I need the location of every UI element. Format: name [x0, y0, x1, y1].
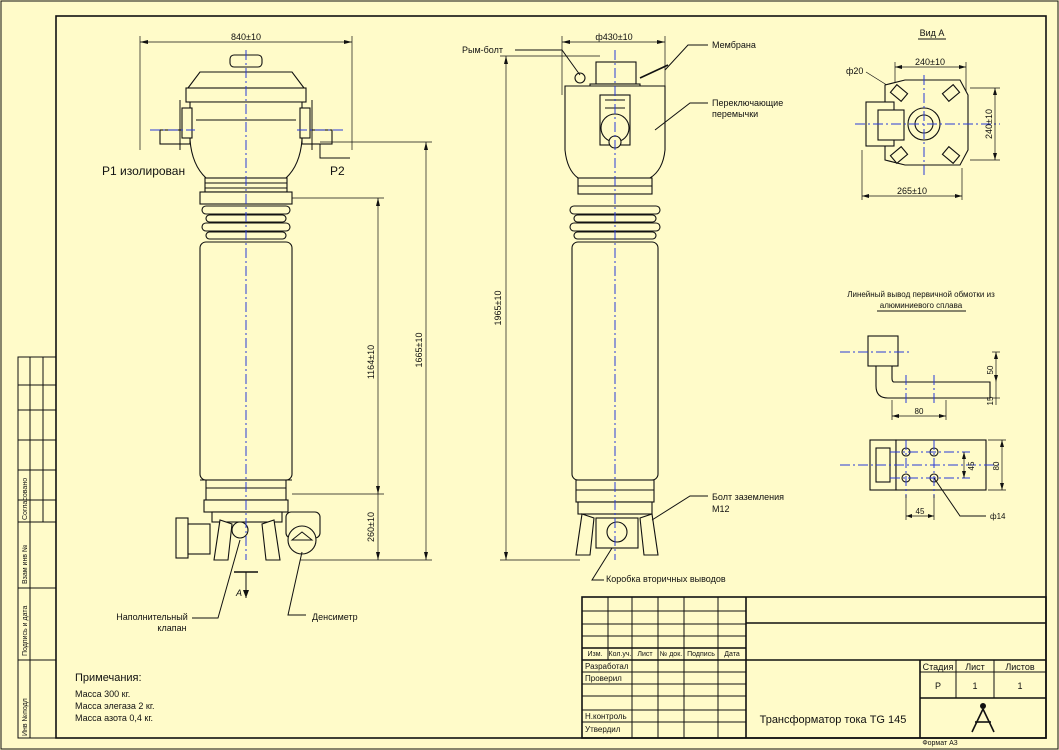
title-block: Изм. Кол.уч. Лист № док. Подпись Дата Ра…: [581, 596, 1047, 739]
tb-sheet-value: 1: [972, 681, 977, 691]
middle-transformer-view: ф430±10: [462, 32, 784, 584]
terminal-dim-hole: ф14: [990, 512, 1006, 521]
tb-col-izm: Изм.: [588, 651, 603, 658]
terminal-title-1: Линейный вывод первичной обмотки из: [847, 290, 995, 299]
dim-1164: 1164±10: [366, 345, 376, 379]
terminal-dim-80-v: 80: [992, 461, 1001, 470]
label-ground-bolt-2: М12: [712, 504, 730, 514]
terminal-dim-45-v: 45: [967, 461, 976, 470]
label-membrane: Мембрана: [712, 40, 756, 50]
terminal-dim-80-h: 80: [915, 407, 924, 416]
terminal-detail: Линейный вывод первичной обмотки из алюм…: [840, 290, 1006, 521]
side-inv-orig: Инв №подл: [22, 698, 29, 736]
tb-col-kol: Кол.уч.: [609, 651, 632, 658]
dim-1665: 1665±10: [414, 333, 424, 368]
label-eyebolt: Рым-болт: [462, 45, 503, 55]
format-label: Формат А3: [922, 740, 957, 747]
view-a-dim-top: 240±10: [915, 57, 945, 67]
notes-line-3: Масса азота 0,4 кг.: [75, 713, 153, 723]
tb-stage-value: Р: [935, 681, 941, 691]
label-valve-1: Наполнительный: [116, 612, 188, 622]
view-a-title: Вид А: [920, 28, 945, 38]
left-transformer-view: 840±10: [102, 32, 432, 633]
tb-norm-control: Н.контроль: [585, 712, 627, 721]
view-a-dim-bottom: 265±10: [897, 186, 927, 196]
label-p2: P2: [330, 164, 345, 178]
tb-col-doc: № док.: [660, 651, 682, 658]
label-valve-2: клапан: [157, 623, 186, 633]
dim-width-840: 840±10: [231, 32, 261, 42]
side-strip: Согласовано Взам инв № Подпись и дата Ин…: [17, 356, 57, 739]
view-a-arrow-label: А: [235, 588, 242, 598]
side-sign-date: Подпись и дата: [22, 606, 29, 656]
notes: Примечания: Масса 300 кг. Масса элегаза …: [75, 672, 155, 723]
tb-developed: Разработал: [585, 662, 629, 671]
dim-diameter-430: ф430±10: [595, 32, 632, 42]
notes-line-1: Масса 300 кг.: [75, 689, 130, 699]
tb-sheets-header: Листов: [1005, 662, 1034, 672]
terminal-dim-45-h: 45: [916, 507, 925, 516]
dim-1965: 1965±10: [493, 291, 503, 326]
side-agreed: Согласовано: [22, 478, 29, 520]
view-a-dim-side: 240±10: [984, 109, 994, 139]
tb-sheets-value: 1: [1017, 681, 1022, 691]
label-p1: P1 изолирован: [102, 164, 185, 178]
view-a-dim-diameter: ф20: [846, 66, 863, 76]
label-jumpers-2: перемычки: [712, 109, 758, 119]
tb-checked: Проверил: [585, 674, 622, 683]
label-secondary-box: Коробка вторичных выводов: [606, 574, 726, 584]
terminal-title-2: алюминиевого сплава: [880, 301, 963, 310]
dim-260: 260±10: [366, 512, 376, 542]
label-densimeter: Денсиметр: [312, 612, 358, 622]
label-ground-bolt-1: Болт заземления: [712, 492, 784, 502]
terminal-dim-50: 50: [986, 365, 995, 374]
tb-col-sign: Подпись: [687, 651, 715, 658]
notes-line-2: Масса элегаза 2 кг.: [75, 701, 155, 711]
notes-heading: Примечания:: [75, 672, 142, 684]
label-jumpers-1: Переключающие: [712, 98, 783, 108]
tb-approved: Утвердил: [585, 725, 621, 734]
tb-stage-header: Стадия: [923, 662, 954, 672]
tb-col-list: Лист: [637, 651, 653, 658]
tb-title: Трансформатор тока TG 145: [760, 714, 907, 726]
tb-col-date: Дата: [724, 651, 740, 658]
view-a: Вид А 240±10 ф20 240±10 265±10: [846, 28, 1000, 200]
terminal-dim-15: 15: [986, 396, 995, 405]
compass-logo: [971, 703, 995, 733]
tb-sheet-header: Лист: [965, 662, 985, 672]
left-insulator-sheds: [201, 205, 291, 240]
side-inv-dubl: Взам инв №: [22, 545, 29, 584]
